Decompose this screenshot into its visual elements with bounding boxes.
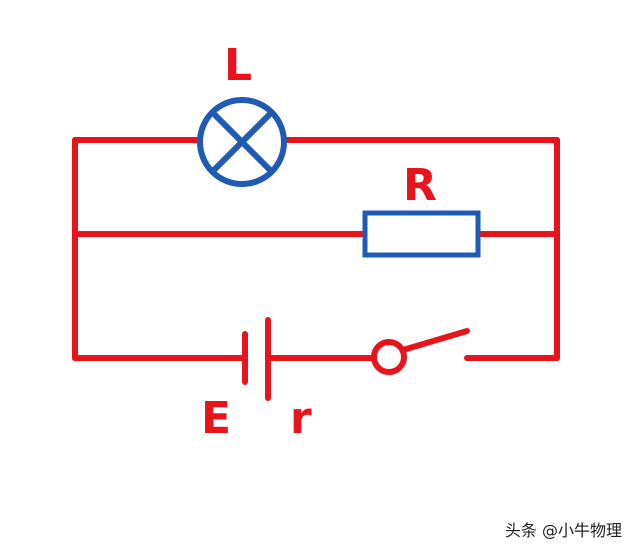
wires: [72, 137, 560, 361]
emf-label: E: [201, 393, 231, 444]
lamp-label: L: [224, 40, 252, 91]
switch-pivot: [371, 339, 407, 375]
resistor-rect-icon: [362, 210, 481, 258]
lamp-cross-circle-icon: [197, 97, 287, 187]
internal-resistance-label: r: [290, 393, 312, 444]
battery-cell-icon: [242, 317, 271, 401]
watermark: 头条 @小牛物理: [504, 521, 622, 540]
open-switch-icon: [371, 328, 470, 375]
resistor-label: R: [403, 160, 437, 211]
switch-blade: [400, 328, 470, 353]
